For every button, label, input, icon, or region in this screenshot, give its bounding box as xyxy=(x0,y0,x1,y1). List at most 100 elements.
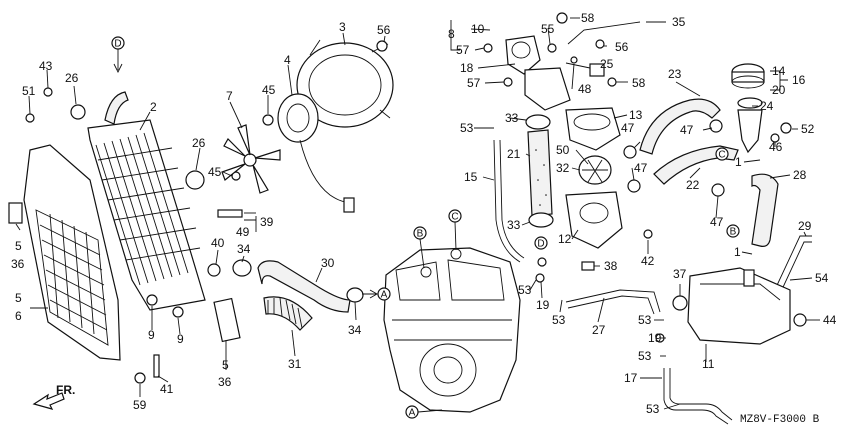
callout-17: 17 xyxy=(624,371,638,385)
collar-9-right xyxy=(172,306,184,318)
callout-53-right-a: 53 xyxy=(638,313,652,327)
overflow-tube-17 xyxy=(663,368,729,425)
callout-58-top: 58 xyxy=(581,11,595,25)
bolt-57-lower xyxy=(503,77,513,87)
callout-43: 43 xyxy=(39,59,53,73)
callout-47-b: 47 xyxy=(634,161,648,175)
callout-25: 25 xyxy=(600,57,614,71)
fitting-47-top xyxy=(709,119,723,133)
callout-15: 15 xyxy=(464,170,478,184)
pad-5-lower xyxy=(213,297,241,343)
water-pump-12 xyxy=(565,191,623,249)
callout-5-low: 5 xyxy=(222,358,229,372)
connector-c-right xyxy=(715,147,729,161)
callout-58-right: 58 xyxy=(632,76,646,90)
fan-motor-4 xyxy=(277,93,319,143)
front-direction-label: FR. xyxy=(56,383,75,397)
connector-d-right-label: D xyxy=(537,239,544,250)
bolt-42 xyxy=(643,229,653,239)
connector-c-right-label: C xyxy=(718,150,725,161)
washer-19-mid xyxy=(535,273,545,283)
nut-45-fan xyxy=(262,114,274,126)
engine xyxy=(383,247,521,413)
callout-47-d: 47 xyxy=(710,215,724,229)
fan-shroud-3 xyxy=(296,39,394,128)
bolt-51 xyxy=(25,113,35,123)
callout-18: 18 xyxy=(460,61,474,75)
callout-38: 38 xyxy=(604,259,618,273)
callout-56-fan: 56 xyxy=(377,23,391,37)
callout-35: 35 xyxy=(672,15,686,29)
callout-32: 32 xyxy=(556,161,570,175)
callout-26-right: 26 xyxy=(192,136,206,150)
bolt-44 xyxy=(793,313,807,327)
grommet-40 xyxy=(207,263,221,277)
sensor-38 xyxy=(581,261,595,271)
fitting-47-low xyxy=(711,183,725,197)
clamp-33-upper xyxy=(525,114,551,130)
radiator xyxy=(87,91,206,311)
callout-2: 2 xyxy=(150,100,157,114)
thermostat-housing xyxy=(505,35,541,75)
connector-c-engine-label: C xyxy=(451,212,458,223)
cable-35 xyxy=(567,21,641,45)
callout-1-lower: 1 xyxy=(734,245,741,259)
callout-57-lower: 57 xyxy=(467,76,481,90)
callout-52: 52 xyxy=(801,122,815,136)
hose-21 xyxy=(527,129,553,217)
collar-9-left xyxy=(146,294,158,306)
grommet-26-right xyxy=(185,170,205,190)
callout-23: 23 xyxy=(668,67,682,81)
callout-33-lower: 33 xyxy=(507,218,521,232)
bolt-59 xyxy=(134,372,146,384)
callout-12: 12 xyxy=(558,232,572,246)
callout-33-upper: 33 xyxy=(505,111,519,125)
callout-53-bottom: 53 xyxy=(646,402,660,416)
front-direction-arrow: FR. xyxy=(32,383,75,410)
drawing-code: MZ8V-F3000 B xyxy=(740,414,820,426)
connector-a-hose-label: A xyxy=(381,290,388,301)
fan-blade-7 xyxy=(221,124,281,194)
callout-20: 20 xyxy=(772,83,786,97)
callout-24: 24 xyxy=(760,99,774,113)
callout-53-lower: 53 xyxy=(552,313,566,327)
callout-40: 40 xyxy=(211,236,225,250)
callout-8: 8 xyxy=(448,27,455,41)
grommet-37 xyxy=(672,295,688,311)
shroud-pad xyxy=(8,202,23,224)
callout-10: 10 xyxy=(471,22,485,36)
clamp-34-left xyxy=(232,259,252,277)
callout-55: 55 xyxy=(541,22,555,36)
callout-11: 11 xyxy=(702,357,715,371)
clamp-33-lower xyxy=(528,212,554,228)
bracket-25 xyxy=(589,63,605,77)
callout-53-right-b: 53 xyxy=(638,349,652,363)
callout-47-a: 47 xyxy=(621,121,635,135)
callout-5-shroud: 5 xyxy=(15,291,22,305)
callout-1-upper: 1 xyxy=(735,155,742,169)
callout-5-pad: 5 xyxy=(15,239,22,253)
hose-23 xyxy=(639,98,721,155)
bolt-58-top xyxy=(556,12,568,24)
callout-36-low: 36 xyxy=(218,375,232,389)
grommet-26-left xyxy=(70,104,86,120)
leader-lines xyxy=(15,17,820,410)
callout-53-upper: 53 xyxy=(460,121,474,135)
fitting-47-upper xyxy=(623,145,637,159)
callout-7: 7 xyxy=(226,89,233,103)
callout-9-left: 9 xyxy=(148,328,155,342)
connector-b-right-label: B xyxy=(730,227,737,238)
hose-29 xyxy=(771,235,812,297)
callout-28: 28 xyxy=(793,168,807,182)
fitting-47-mid xyxy=(627,179,641,193)
callout-57-upper: 57 xyxy=(456,43,470,57)
reserve-tank-cap-14 xyxy=(731,63,765,89)
callout-26-left: 26 xyxy=(65,71,79,85)
thermostat-32 xyxy=(578,155,612,185)
callout-19-mid: 19 xyxy=(536,298,550,312)
fan-wire xyxy=(299,139,351,203)
callout-29: 29 xyxy=(798,219,812,233)
connector-b-engine-label: B xyxy=(417,229,424,240)
bolt-58-right xyxy=(607,77,617,87)
